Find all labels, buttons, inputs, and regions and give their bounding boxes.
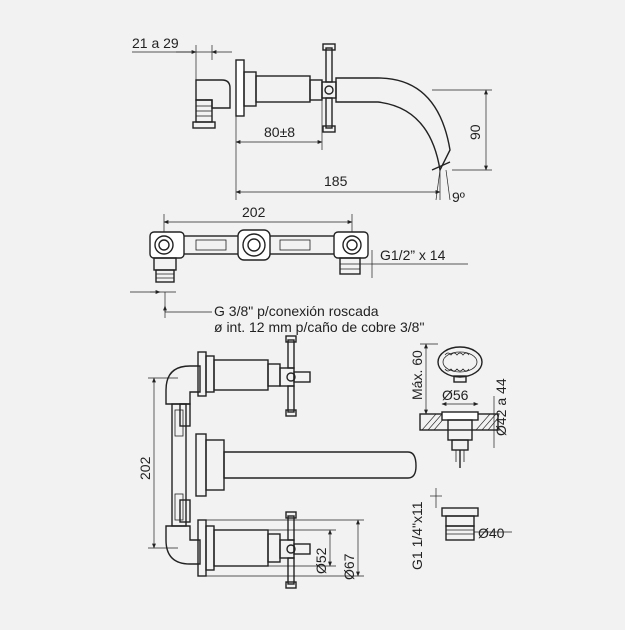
elbow-body bbox=[195, 79, 231, 109]
handle-hub bbox=[321, 81, 337, 99]
upper-valve-body bbox=[213, 359, 269, 391]
dim-d42-label: Ø42 a 44 bbox=[493, 378, 509, 436]
dim-reach-label: 185 bbox=[324, 173, 348, 189]
lower-valve-body bbox=[213, 529, 269, 567]
dim-spacing-label: 202 bbox=[137, 456, 153, 480]
front-spout bbox=[223, 451, 417, 479]
upper-elbow bbox=[165, 365, 201, 405]
note-line2: ø int. 12 mm p/caño de cobre 3/8" bbox=[214, 319, 424, 335]
valve-body bbox=[255, 75, 311, 103]
side-view: 21 a 29 80±8 185 90 9º bbox=[132, 35, 492, 205]
drain-nut bbox=[441, 507, 479, 517]
dim-d52-label: Ø52 bbox=[313, 547, 329, 574]
drain-view: Máx. 60 Ø56 Ø42 a 44 G1 1/4"x11 Ø40 bbox=[409, 343, 512, 570]
dim-thread-label: G1 1/4"x11 bbox=[409, 501, 425, 570]
dim-height-label: 90 bbox=[467, 124, 483, 140]
dim-d56-label: Ø56 bbox=[442, 387, 469, 403]
front-view: 202 Ø52 Ø67 bbox=[137, 335, 417, 589]
note-line1: G 3/8" p/conexión roscada bbox=[214, 303, 379, 319]
dim-body-label: 80±8 bbox=[264, 124, 295, 140]
elbow-nut bbox=[192, 121, 216, 129]
dim-d40-label: Ø40 bbox=[478, 525, 505, 541]
dim-depth-label: 21 a 29 bbox=[132, 35, 179, 51]
drain-flange bbox=[441, 411, 479, 421]
dim-d67-label: Ø67 bbox=[341, 553, 357, 580]
lower-elbow bbox=[165, 525, 201, 565]
dim-max-label: Máx. 60 bbox=[409, 350, 425, 400]
wall-plate bbox=[235, 59, 245, 117]
spout bbox=[335, 77, 451, 173]
thread-label: G1/2” x 14 bbox=[380, 247, 446, 263]
top-view: 202 G1/2” x 14 G 3/8" p/conexión roscada… bbox=[130, 204, 468, 335]
drain-knob bbox=[437, 346, 483, 378]
dim-angle-label: 9º bbox=[452, 189, 465, 205]
dim-width-label: 202 bbox=[242, 204, 266, 220]
